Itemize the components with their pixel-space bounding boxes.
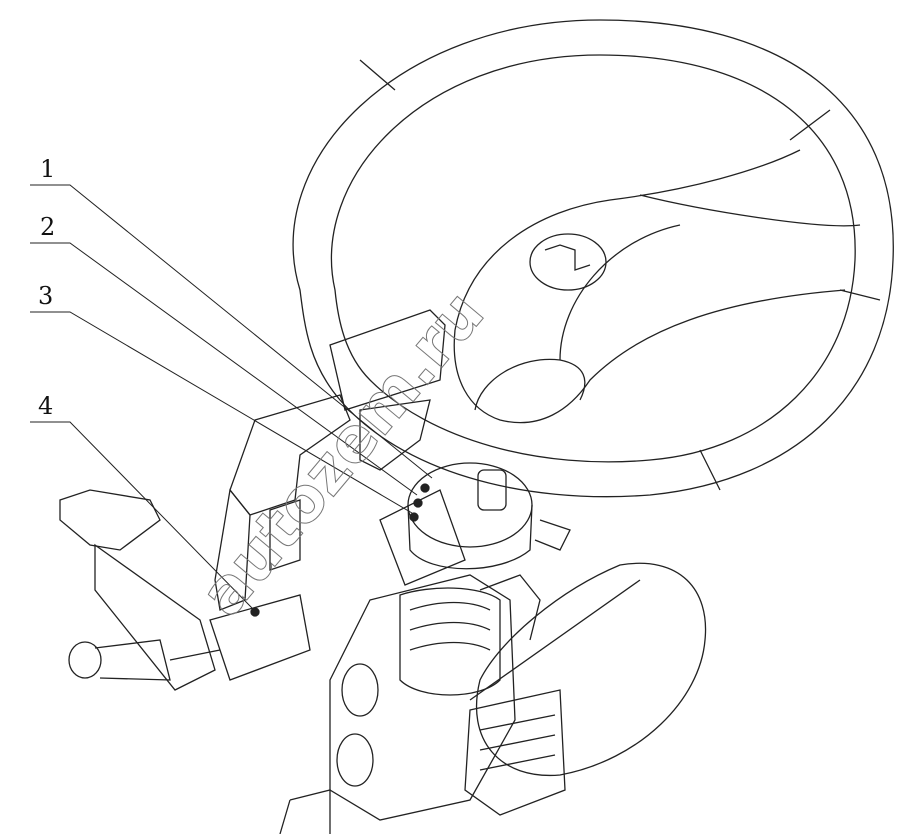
callout-4: 4	[38, 392, 54, 420]
callout-1: 1	[40, 155, 56, 183]
left-stalk	[59, 489, 221, 691]
leader-lines	[30, 184, 433, 609]
switch-assembly	[209, 462, 571, 681]
column-shroud	[214, 309, 446, 611]
callout-3: 3	[38, 282, 54, 310]
lower-shroud-cover	[464, 562, 707, 816]
callout-2: 2	[40, 213, 56, 241]
lower-column	[279, 574, 541, 834]
